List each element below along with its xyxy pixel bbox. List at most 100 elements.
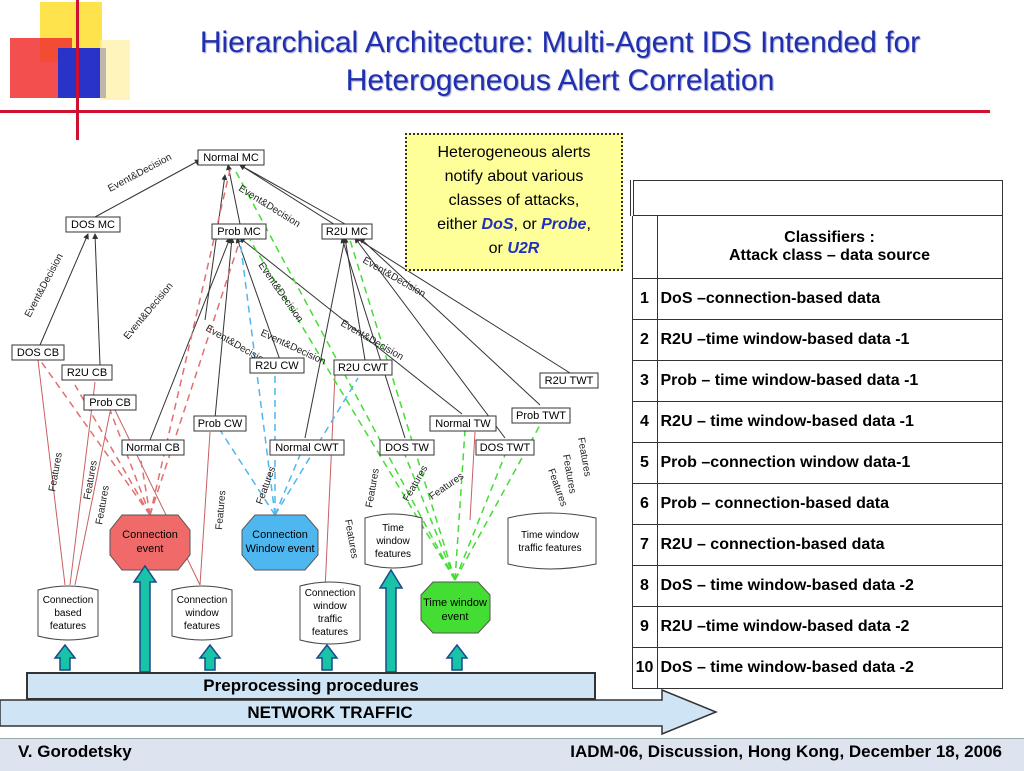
arrow-up-icon bbox=[53, 643, 77, 671]
page-title: Hierarchical Architecture: Multi-Agent I… bbox=[100, 24, 1020, 100]
classifiers-table: Classifiers : Attack class – data source… bbox=[630, 180, 1003, 689]
svg-text:R2U CWT: R2U CWT bbox=[338, 362, 388, 374]
table-header-row: Classifiers : Attack class – data source bbox=[631, 215, 1003, 279]
arrow-up-icon bbox=[198, 643, 222, 671]
svg-text:R2U MC: R2U MC bbox=[326, 226, 368, 238]
svg-text:features: features bbox=[312, 627, 348, 638]
probe-label: Probe bbox=[541, 216, 587, 233]
svg-text:Time: Time bbox=[382, 523, 404, 534]
upward-arrows bbox=[53, 564, 469, 673]
node-prob-cw: Prob CW bbox=[193, 415, 247, 432]
feature-edges-red bbox=[37, 359, 476, 591]
svg-text:Connection: Connection bbox=[305, 588, 356, 599]
svg-text:DOS CB: DOS CB bbox=[17, 347, 59, 359]
arrow-up-icon bbox=[315, 643, 339, 671]
svg-text:features: features bbox=[50, 621, 86, 632]
svg-text:Features: Features bbox=[214, 490, 228, 530]
node-r2u-mc: R2U MC bbox=[321, 223, 373, 240]
svg-text:features: features bbox=[184, 621, 220, 632]
svg-text:Time window: Time window bbox=[521, 530, 580, 541]
architecture-diagram: Event&Decision Event&Decision Event&Deci… bbox=[10, 140, 600, 645]
dos-label: DoS bbox=[481, 216, 514, 233]
svg-text:R2U CB: R2U CB bbox=[67, 367, 107, 379]
svg-text:window: window bbox=[375, 536, 410, 547]
svg-text:Prob CB: Prob CB bbox=[89, 397, 131, 409]
footer-author: V. Gorodetsky bbox=[18, 742, 132, 761]
svg-text:Window event: Window event bbox=[245, 543, 314, 555]
svg-text:event: event bbox=[137, 543, 164, 555]
header-attack-class: Attack class – data source bbox=[729, 247, 930, 264]
svg-text:Connection: Connection bbox=[43, 595, 94, 606]
svg-text:Time window: Time window bbox=[423, 597, 487, 609]
u2r-label: U2R bbox=[507, 240, 540, 257]
svg-text:Normal CB: Normal CB bbox=[126, 442, 180, 454]
arrow-up-icon bbox=[378, 568, 404, 673]
svg-text:window: window bbox=[184, 608, 219, 619]
svg-text:window: window bbox=[312, 601, 347, 612]
svg-text:traffic features: traffic features bbox=[518, 543, 581, 554]
svg-text:Prob TWT: Prob TWT bbox=[516, 410, 566, 422]
svg-text:event: event bbox=[442, 611, 469, 623]
title-line-1: Hierarchical Architecture: Multi-Agent I… bbox=[199, 26, 921, 59]
node-normal-cb: Normal CB bbox=[121, 439, 185, 456]
connection-window-features-node: Connection window features bbox=[171, 585, 233, 641]
svg-text:DOS TWT: DOS TWT bbox=[480, 442, 531, 454]
connection-based-features-node: Connection based features bbox=[37, 585, 99, 641]
svg-text:DOS TW: DOS TW bbox=[385, 442, 429, 454]
svg-text:Prob MC: Prob MC bbox=[217, 226, 260, 238]
node-r2u-cw: R2U CW bbox=[249, 357, 305, 374]
svg-text:R2U CW: R2U CW bbox=[255, 360, 299, 372]
preprocessing-bar: Preprocessing procedures bbox=[26, 672, 596, 700]
time-window-features-node: Time window features bbox=[364, 513, 423, 569]
table-top-row bbox=[630, 180, 1003, 216]
svg-text:Normal CWT: Normal CWT bbox=[275, 442, 339, 454]
arrow-up-icon bbox=[445, 643, 469, 671]
svg-text:R2U TWT: R2U TWT bbox=[545, 375, 594, 387]
connection-window-traffic-features-node: Connection window traffic features bbox=[299, 581, 361, 645]
svg-text:Connection: Connection bbox=[122, 529, 178, 541]
header-classifiers: Classifiers : bbox=[784, 229, 875, 246]
decision-edges bbox=[39, 159, 571, 441]
svg-text:traffic: traffic bbox=[318, 614, 342, 625]
title-divider bbox=[0, 110, 990, 113]
alerts-callout: Heterogeneous alerts notify about variou… bbox=[405, 133, 623, 271]
svg-text:features: features bbox=[375, 549, 411, 560]
time-window-traffic-features-node: Time window traffic features bbox=[507, 512, 597, 570]
node-dos-tw: DOS TW bbox=[379, 439, 435, 456]
svg-text:Normal MC: Normal MC bbox=[203, 152, 259, 164]
connection-window-event-node: Connection Window event bbox=[241, 514, 319, 571]
node-dos-twt: DOS TWT bbox=[475, 439, 535, 456]
svg-text:Connection: Connection bbox=[252, 529, 308, 541]
logo-decoration bbox=[0, 0, 130, 145]
node-dos-cb: DOS CB bbox=[11, 344, 65, 361]
title-line-2: Heterogeneous Alert Correlation bbox=[345, 64, 775, 97]
time-window-event-node: Time window event bbox=[420, 581, 491, 634]
svg-text:Connection: Connection bbox=[177, 595, 228, 606]
network-traffic-label: NETWORK TRAFFIC bbox=[247, 703, 413, 722]
svg-text:DOS MC: DOS MC bbox=[71, 219, 115, 231]
svg-text:based: based bbox=[54, 608, 81, 619]
node-r2u-cb: R2U CB bbox=[61, 364, 113, 381]
arrow-up-icon bbox=[132, 564, 158, 673]
node-prob-mc: Prob MC bbox=[211, 223, 267, 240]
footer-event: IADM-06, Discussion, Hong Kong, December… bbox=[570, 742, 1002, 761]
node-prob-cb: Prob CB bbox=[83, 394, 137, 411]
node-normal-cwt: Normal CWT bbox=[269, 439, 345, 456]
node-r2u-cwt: R2U CWT bbox=[333, 359, 393, 376]
node-normal-tw: Normal TW bbox=[429, 415, 497, 432]
node-prob-twt: Prob TWT bbox=[511, 407, 571, 424]
svg-text:Normal TW: Normal TW bbox=[435, 418, 491, 430]
node-r2u-twt: R2U TWT bbox=[539, 372, 599, 389]
node-normal-mc: Normal MC bbox=[197, 149, 265, 166]
svg-text:Prob CW: Prob CW bbox=[198, 418, 243, 430]
connection-event-node: Connection event bbox=[109, 514, 191, 571]
